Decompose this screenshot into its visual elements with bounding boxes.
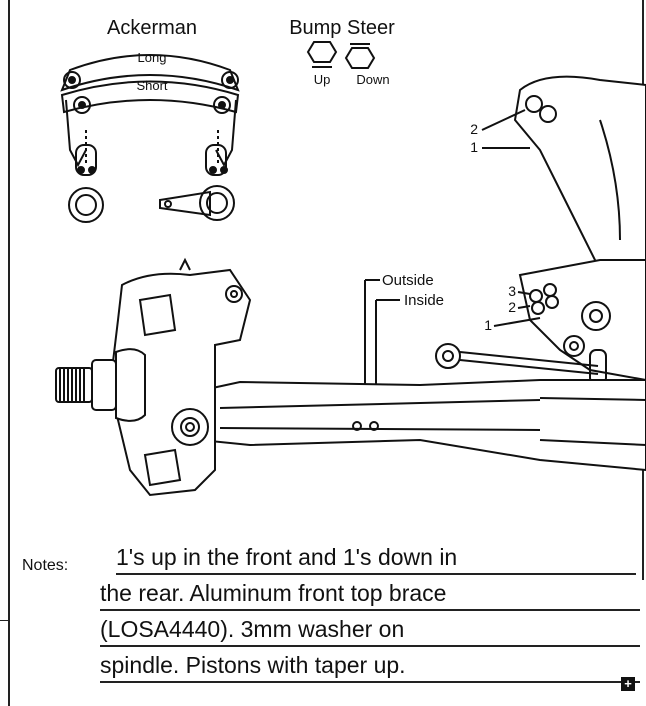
bump-down-label: Down: [356, 72, 389, 87]
notes-line-text: 1's up in the front and 1's down in: [116, 544, 458, 570]
notes-line-text: spindle. Pistons with taper up.: [100, 652, 406, 678]
ackerman-plate: [60, 54, 240, 223]
notes-line-4: spindle. Pistons with taper up.: [100, 650, 640, 683]
suspension-diagram: Ackerman Long Short Bump Steer Up Down 2…: [55, 17, 646, 497]
bump-steer-title: Bump Steer: [289, 17, 395, 39]
inside-label: Inside: [404, 292, 444, 309]
frame-left-border: [8, 0, 10, 706]
outside-label: Outside: [382, 272, 434, 289]
ackerman-title: Ackerman: [107, 17, 197, 39]
ackerman-short-label: Short: [136, 78, 167, 93]
frame-tick: [0, 620, 10, 621]
arm-label-3: 3: [508, 283, 516, 299]
expand-plus-icon[interactable]: +: [621, 677, 635, 691]
upper-arm-bracket: [518, 259, 646, 385]
arm-label-2: 2: [508, 299, 516, 315]
tie-rod: [435, 343, 599, 375]
notes-line-1: 1's up in the front and 1's down in: [116, 542, 636, 575]
hub-carrier: [110, 257, 252, 497]
tower-label-2: 2: [470, 121, 478, 137]
ackerman-long-label: Long: [138, 50, 167, 65]
tower-label-1: 1: [470, 139, 478, 155]
arm-label-1: 1: [484, 317, 492, 333]
notes-line-2: the rear. Aluminum front top brace: [100, 578, 640, 611]
bump-up-label: Up: [314, 72, 331, 87]
axle-nut: [55, 348, 146, 422]
notes-line-text: the rear. Aluminum front top brace: [100, 580, 447, 606]
lower-arm: [178, 379, 646, 472]
notes-line-text: (LOSA4440). 3mm washer on: [100, 616, 405, 642]
shock-tower: [513, 75, 646, 302]
notes-line-3: (LOSA4440). 3mm washer on: [100, 614, 640, 647]
notes-label: Notes:: [22, 557, 69, 574]
bump-steer-icons: [306, 41, 376, 69]
